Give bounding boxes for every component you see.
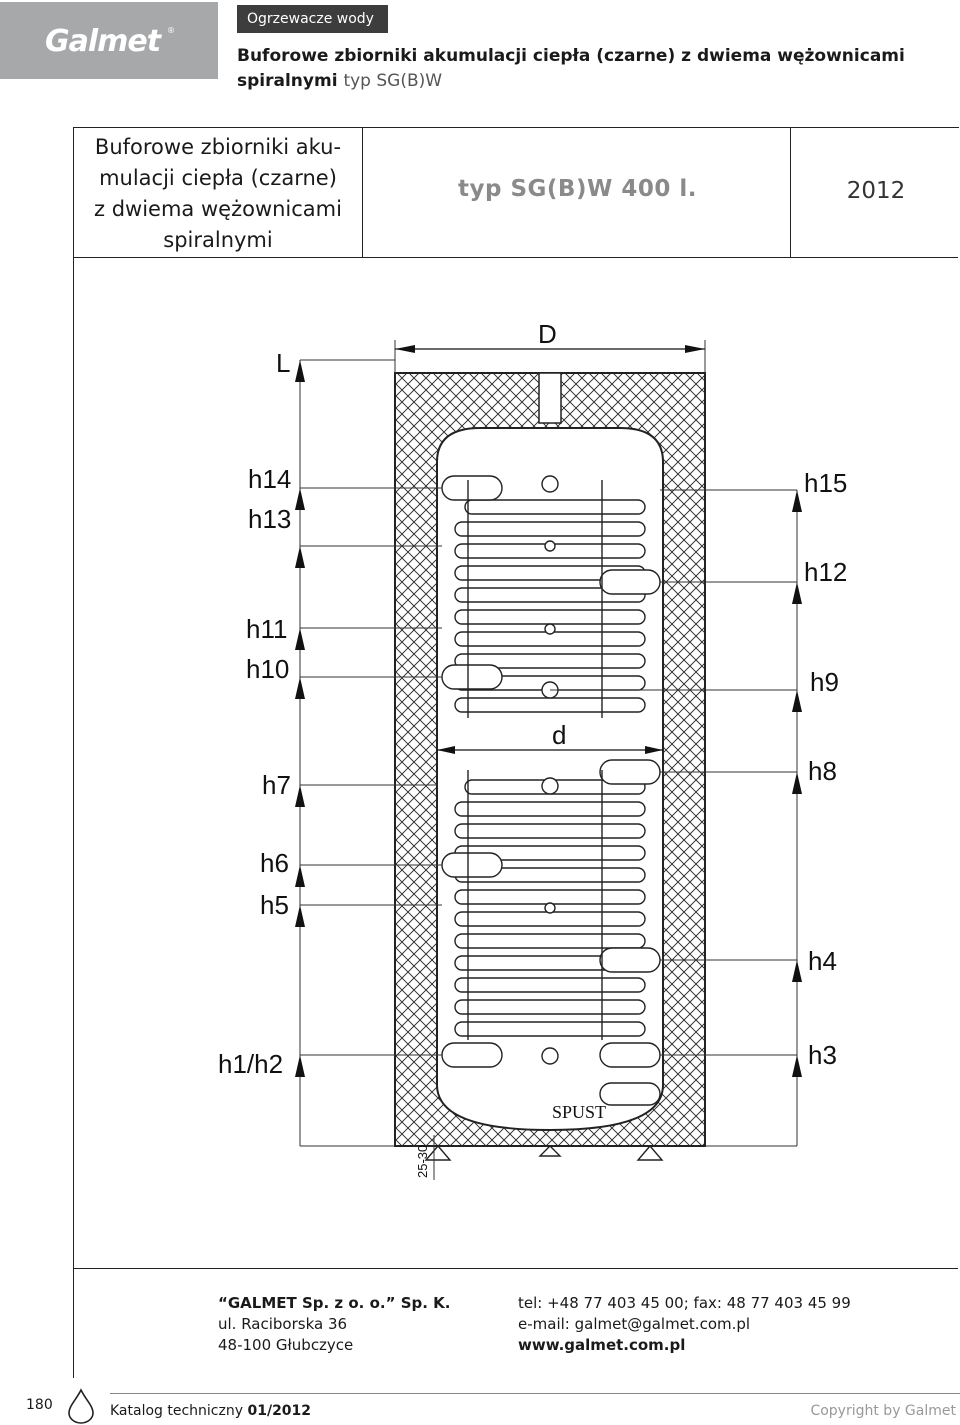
- label-L: L: [276, 348, 290, 378]
- label-D: D: [538, 319, 557, 349]
- label-gap: 25-30: [415, 1145, 430, 1178]
- tank-technical-drawing: L h14 h13 h11 h10 h7 h6 h5 h1/h2 h15 h12…: [218, 319, 847, 1180]
- catalog-info: Katalog techniczny 01/2012: [110, 1403, 311, 1419]
- registered-mark: ®: [167, 26, 175, 35]
- label-h10: h10: [246, 654, 289, 684]
- right-ticks: [550, 489, 797, 1147]
- copyright: Copyright by Galmet: [810, 1403, 956, 1419]
- catalog-prefix: Katalog techniczny: [110, 1403, 244, 1419]
- product-name-line: mulacji ciepła (czarne): [99, 166, 337, 190]
- label-h14: h14: [248, 464, 291, 494]
- lower-coil: [441, 759, 661, 1106]
- label-h12: h12: [804, 557, 847, 587]
- label-h3: h3: [808, 1040, 837, 1070]
- top-connector: [538, 372, 562, 424]
- label-h15: h15: [804, 468, 847, 498]
- label-h7: h7: [262, 770, 291, 800]
- table-divider: [790, 128, 791, 258]
- label-h8: h8: [808, 756, 837, 786]
- galmet-logo: Galmet: [45, 24, 161, 59]
- product-name-line: spiralnymi: [163, 228, 273, 252]
- footer-email: e-mail: galmet@galmet.com.pl: [518, 1315, 751, 1333]
- logo-box: Galmet ®: [0, 2, 218, 79]
- catalog-issue: 01/2012: [247, 1403, 312, 1419]
- water-drop-icon: [68, 1388, 94, 1424]
- label-h1-h2: h1/h2: [218, 1049, 283, 1079]
- page-title-text: Buforowe zbiorniki akumulacji ciepła (cz…: [237, 46, 905, 91]
- table-row-divider: [73, 1268, 958, 1269]
- label-spust: SPUST: [552, 1102, 606, 1122]
- page-title-type: typ SG(B)W: [343, 71, 443, 91]
- label-h13: h13: [248, 504, 291, 534]
- footer-city: 48-100 Głubczyce: [218, 1336, 354, 1354]
- footer-address: “GALMET Sp. z o. o.” Sp. K. ul. Racibors…: [218, 1293, 450, 1356]
- footer-rule: [110, 1393, 960, 1394]
- left-arrows: [295, 360, 305, 1077]
- label-h11: h11: [246, 614, 287, 644]
- label-h9: h9: [810, 667, 839, 697]
- upper-coil: [441, 475, 661, 718]
- label-h4: h4: [808, 946, 837, 976]
- footer-website: www.galmet.com.pl: [518, 1336, 686, 1354]
- label-h6: h6: [260, 848, 289, 878]
- section-tag: Ogrzewacze wody: [237, 5, 388, 33]
- table-row-divider: [73, 257, 958, 258]
- page-title: Buforowe zbiorniki akumulacji ciepła (cz…: [237, 44, 937, 94]
- product-name-line: Buforowe zbiorniki aku-: [94, 135, 342, 159]
- product-type-cell: typ SG(B)W 400 l.: [458, 176, 697, 202]
- label-h5: h5: [260, 890, 289, 920]
- footer-contact: tel: +48 77 403 45 00; fax: 48 77 403 45…: [518, 1293, 851, 1356]
- label-d: d: [552, 720, 566, 750]
- product-name-cell: Buforowe zbiorniki aku- mulacji ciepła (…: [78, 132, 358, 256]
- product-year-cell: 2012: [846, 178, 906, 204]
- page-number: 180: [26, 1397, 53, 1413]
- tank-feet: [424, 1144, 664, 1161]
- product-name-line: z dwiema wężownicami: [94, 197, 342, 221]
- footer-street: ul. Raciborska 36: [218, 1315, 348, 1333]
- footer-company: “GALMET Sp. z o. o.” Sp. K.: [218, 1294, 451, 1312]
- footer-phone: tel: +48 77 403 45 00; fax: 48 77 403 45…: [518, 1294, 851, 1312]
- right-arrows: [792, 490, 802, 1077]
- left-ticks: [300, 359, 442, 1147]
- table-divider: [362, 128, 363, 258]
- product-frame: [73, 127, 959, 1378]
